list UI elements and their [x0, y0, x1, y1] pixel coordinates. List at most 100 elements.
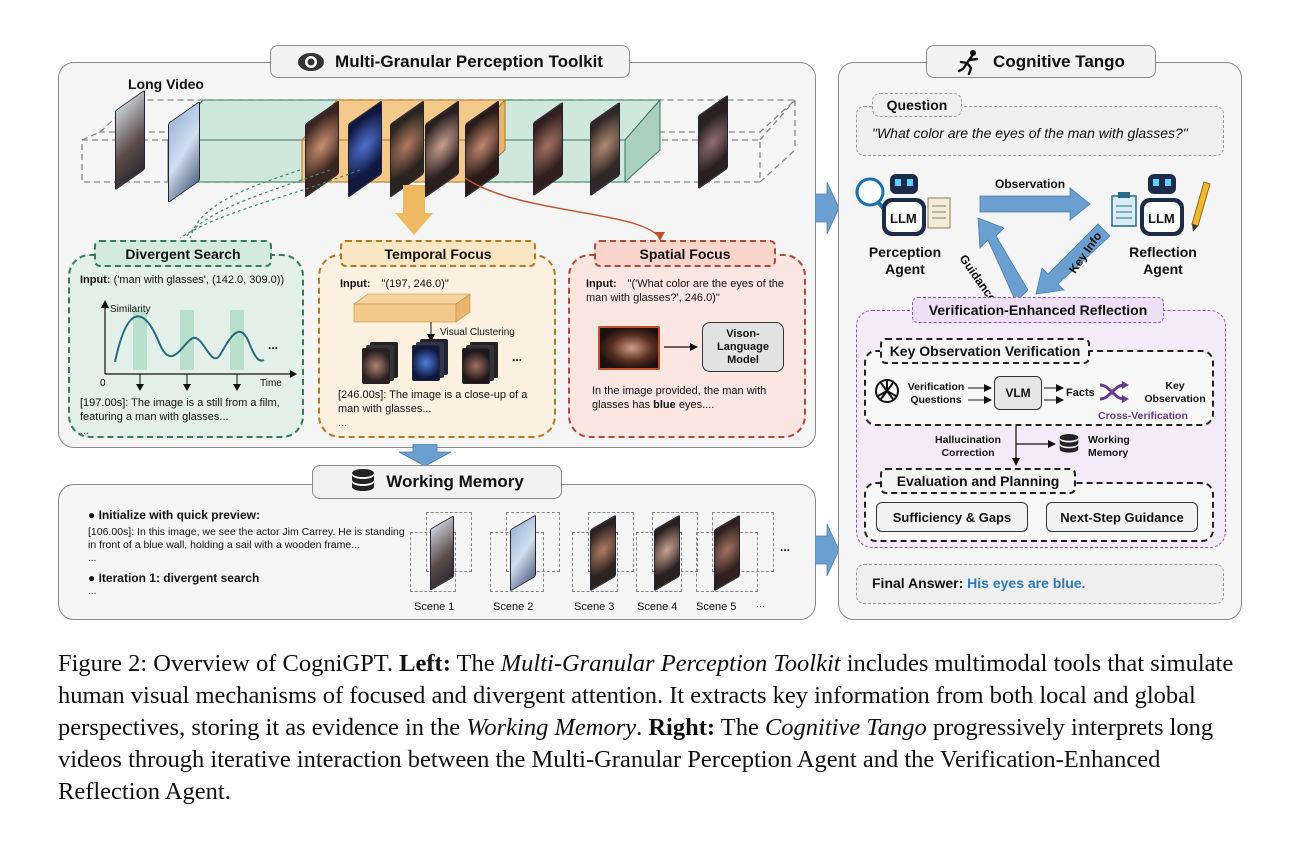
- toolkit-title: Multi-Granular Perception Toolkit: [270, 45, 630, 78]
- caption-text-4: The: [720, 714, 759, 741]
- working-memory-small-label: Working Memory: [1088, 434, 1130, 459]
- final-answer-value: His eyes are blue.: [967, 575, 1086, 591]
- input-value: ('man with glasses', (142.0, 309.0)): [113, 274, 285, 286]
- vlm-model-box: Vison-Language Model: [702, 322, 784, 372]
- caption-text-3: .: [636, 714, 643, 741]
- memory-title: Working Memory: [312, 465, 562, 499]
- caption-toolkit-term: Multi-Granular Perception Toolkit: [500, 650, 841, 677]
- temporal-result: [246.00s]: The image is a close-up of a …: [338, 388, 550, 430]
- temporal-input: Input: "(197, 246.0)": [340, 277, 550, 291]
- time-label: Time: [260, 378, 282, 389]
- scene-cube-1: [410, 512, 472, 594]
- cluster-frame: [362, 348, 390, 384]
- cluster-ellipsis: ...: [512, 350, 523, 364]
- verification-title: Verification-Enhanced Reflection: [912, 297, 1164, 323]
- caption-left-label: Left:: [399, 650, 451, 677]
- final-answer-label: Final Answer:: [872, 575, 964, 591]
- figure-caption: Figure 2: Overview of CogniGPT. Left: Th…: [58, 648, 1250, 808]
- scene-label-5: Scene 5: [696, 601, 737, 613]
- divergent-search-title: Divergent Search: [94, 240, 272, 267]
- temporal-slab: [353, 293, 471, 342]
- hallucination-flow: [1012, 426, 1056, 466]
- input-value: "('What color are the eyes of the man wi…: [586, 278, 785, 304]
- verification-questions: Verification Questions: [907, 381, 965, 406]
- next-step-guidance-box: Next-Step Guidance: [1046, 502, 1198, 532]
- spatial-result: In the image provided, the man with glas…: [592, 384, 792, 412]
- question-label: Question: [872, 93, 962, 117]
- toolkit-title-text: Multi-Granular Perception Toolkit: [335, 51, 603, 71]
- database-icon: [350, 468, 376, 496]
- divergent-result-more: ...: [80, 425, 90, 437]
- memory-content: ● Initialize with quick preview: [106.00…: [88, 508, 408, 598]
- final-answer-box: [856, 564, 1224, 604]
- tango-title: Cognitive Tango: [926, 45, 1156, 78]
- cross-verification-label: Cross-Verification: [1098, 410, 1188, 422]
- scene-label-1: Scene 1: [414, 601, 455, 613]
- scene-label-3: Scene 3: [574, 601, 615, 613]
- scene-cube-3: [572, 512, 634, 594]
- scene-cube-5: [696, 512, 776, 594]
- memory-bullet-1: ● Initialize with quick preview:: [88, 508, 260, 522]
- memory-text-1: [106.00s]: In this image, we see the act…: [88, 526, 405, 551]
- caption-tango-term: Cognitive Tango: [764, 714, 927, 741]
- spatial-result-bold: blue: [653, 399, 676, 411]
- input-value: "(197, 246.0)": [381, 278, 449, 290]
- key-observation-label: Key Observation: [1144, 380, 1206, 405]
- temporal-result-text: [246.00s]: The image is a close-up of a …: [338, 389, 528, 415]
- memory-text-2-more: ...: [88, 586, 97, 597]
- final-answer: Final Answer: His eyes are blue.: [872, 575, 1085, 591]
- reflection-agent-robot: [1111, 174, 1211, 236]
- cluster-frame: [462, 348, 490, 384]
- scene-row-ellipsis: ...: [780, 540, 791, 554]
- perception-agent-label: Perception Agent: [868, 244, 942, 277]
- observation-label: Observation: [995, 177, 1066, 191]
- spatial-arrow: [664, 343, 698, 351]
- plot-zero: 0: [100, 378, 106, 389]
- perception-agent-robot: [855, 174, 951, 236]
- memory-bullet-1-text: Initialize with quick preview:: [98, 508, 260, 522]
- scene-label-4: Scene 4: [637, 601, 678, 613]
- caption-text-2: includes multimodal tools that simulate …: [58, 650, 1234, 741]
- tool-connectors: [179, 169, 665, 241]
- similarity-plot: [101, 300, 297, 391]
- shuffle-icon: [1098, 380, 1130, 404]
- memory-bullet-2-text: Iteration 1: divergent search: [98, 571, 260, 585]
- openai-icon: [872, 376, 902, 406]
- visual-clustering-label: Visual Clustering: [440, 327, 515, 338]
- vlm-to-facts-arrows: [1044, 384, 1064, 404]
- scene-cube-2: [490, 512, 560, 594]
- spatial-face-image: [598, 326, 660, 370]
- spatial-focus-title: Spatial Focus: [594, 240, 776, 267]
- facts-label: Facts: [1066, 387, 1095, 399]
- divergent-result-text: [197.00s]: The image is a still from a f…: [80, 397, 280, 423]
- caption-wm-term: Working Memory: [466, 714, 637, 741]
- toolkit-to-memory-arrow: [398, 444, 452, 467]
- memory-bullet-2: ● Iteration 1: divergent search: [88, 571, 260, 585]
- cluster-frame: [412, 345, 440, 381]
- toolkit-to-tango-arrow: [815, 181, 840, 235]
- agent-interaction-arrows: [977, 187, 1111, 300]
- sufficiency-gaps-box: Sufficiency & Gaps: [876, 502, 1028, 532]
- long-video-label: Long Video: [128, 76, 204, 92]
- temporal-focus-title: Temporal Focus: [340, 240, 536, 267]
- vlm-box: VLM: [994, 376, 1042, 410]
- caption-text-1: The: [456, 650, 495, 677]
- caption-right-label: Right:: [648, 714, 716, 741]
- input-label: Input:: [586, 278, 617, 290]
- caption-figure-label: Figure 2: Overview of CogniGPT.: [58, 650, 394, 677]
- temporal-result-more: ...: [338, 417, 348, 429]
- spatial-input: Input: "('What color are the eyes of the…: [586, 277, 800, 305]
- spatial-result-post: eyes....: [675, 399, 715, 411]
- input-label: Input:: [340, 278, 371, 290]
- memory-text-1-more: ...: [88, 553, 97, 564]
- reflection-llm-label: LLM: [1148, 211, 1175, 226]
- reflection-agent-label: Reflection Agent: [1129, 244, 1197, 277]
- memory-to-tango-arrow: [815, 523, 840, 577]
- working-memory-db-icon: [1058, 432, 1080, 458]
- questions-to-vlm-arrows: [968, 384, 992, 404]
- input-label: Input:: [80, 274, 111, 286]
- kov-title: Key Observation Verification: [880, 338, 1090, 364]
- vlm-model-label: Vison-Language Model: [717, 327, 769, 366]
- spatial-result-pre: In the image provided, the man with glas…: [592, 385, 767, 411]
- tango-title-text: Cognitive Tango: [993, 51, 1125, 71]
